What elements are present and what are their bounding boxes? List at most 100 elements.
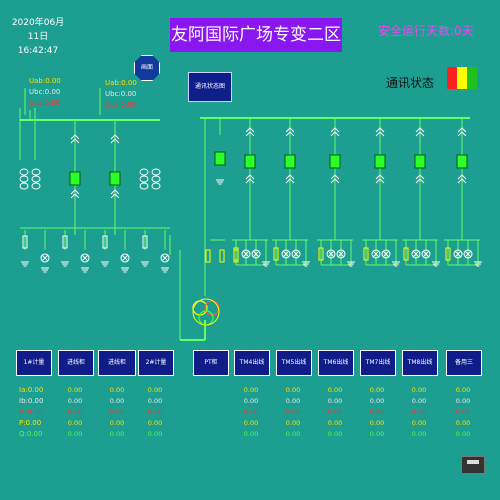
- label-p: P:0.00: [19, 419, 42, 427]
- value-ic: 0.00: [369, 408, 385, 416]
- fuse-icon: [219, 249, 225, 263]
- panel-button-1[interactable]: 1#计量: [16, 350, 52, 376]
- value-q: 0.00: [109, 430, 125, 438]
- value-p: 0.00: [327, 419, 343, 427]
- fuse-icon: [62, 235, 68, 249]
- diagram-line: [292, 250, 300, 258]
- comm-status-button[interactable]: 通讯状态图: [188, 72, 232, 102]
- breaker-icon: [456, 154, 468, 169]
- switch-chevron-icon: [375, 131, 385, 137]
- value-ib: 0.00: [369, 397, 385, 405]
- panel-button-4[interactable]: 2#计量: [138, 350, 174, 376]
- indicator-lamp-icon: [40, 253, 50, 263]
- switch-chevron-icon: [415, 131, 425, 137]
- value-p: 0.00: [147, 419, 163, 427]
- fuse-icon: [205, 249, 211, 263]
- value-q: 0.00: [285, 430, 301, 438]
- diagram-line: [242, 250, 250, 258]
- indicator-lamp-icon: [291, 249, 301, 259]
- value-p: 0.00: [109, 419, 125, 427]
- panel-button-9[interactable]: TM7出线: [360, 350, 396, 376]
- panel-button-6[interactable]: TM4出线: [234, 350, 270, 376]
- value-ic: 0.00: [67, 408, 83, 416]
- breaker-icon: [69, 171, 81, 186]
- value-q: 0.00: [243, 430, 259, 438]
- switch-chevron-icon: [457, 131, 467, 137]
- switch-chevron-icon: [245, 127, 255, 133]
- panel-button-8[interactable]: TM6出线: [318, 350, 354, 376]
- printer-icon[interactable]: [461, 456, 485, 474]
- value-ic: 0.00: [455, 408, 471, 416]
- label-ic: Ic:0.00: [19, 408, 43, 416]
- indicator-lamp-icon: [241, 249, 251, 259]
- indicator-lamp-icon: [281, 249, 291, 259]
- transformer-ring: [192, 298, 220, 326]
- switch-chevron-icon: [70, 138, 80, 144]
- value-ia: 0.00: [285, 386, 301, 394]
- current-transformer-icon: [151, 175, 161, 183]
- status-light-green: [467, 67, 477, 89]
- current-transformer-icon: [19, 182, 29, 190]
- value-q: 0.00: [369, 430, 385, 438]
- label-q: Q:0.00: [19, 430, 43, 438]
- fuse-icon: [102, 235, 108, 249]
- value-p: 0.00: [285, 419, 301, 427]
- diagram-line: [161, 254, 169, 262]
- value-ib: 0.00: [67, 397, 83, 405]
- current-transformer-icon: [139, 175, 149, 183]
- value-ic: 0.00: [327, 408, 343, 416]
- value-q: 0.00: [455, 430, 471, 438]
- panel-button-5[interactable]: PT柜: [193, 350, 229, 376]
- switch-chevron-icon: [375, 178, 385, 184]
- indicator-lamp-icon: [336, 249, 346, 259]
- panel-button-10[interactable]: TM8出线: [402, 350, 438, 376]
- value-ia: 0.00: [369, 386, 385, 394]
- current-transformer-icon: [151, 168, 161, 176]
- panel-button-2[interactable]: 进线柜: [58, 350, 94, 376]
- value-q: 0.00: [327, 430, 343, 438]
- switch-chevron-icon: [457, 174, 467, 180]
- diagram-line: [252, 250, 260, 258]
- values-col-4: 0.00 0.00 0.00 0.00 0.00: [140, 385, 170, 440]
- panel-button-3[interactable]: 进线柜: [98, 350, 136, 376]
- switch-chevron-icon: [415, 127, 425, 133]
- switch-chevron-icon: [285, 174, 295, 180]
- breaker-icon: [284, 154, 296, 169]
- switch-chevron-icon: [285, 127, 295, 133]
- current-transformer-icon: [31, 182, 41, 190]
- voltage-uab: Uab:0.00: [105, 79, 137, 87]
- breaker-icon: [109, 171, 121, 186]
- voltage-ubc: Ubc:0.00: [105, 90, 137, 98]
- values-col-2: 0.00 0.00 0.00 0.00 0.00: [60, 385, 90, 440]
- switch-chevron-icon: [330, 131, 340, 137]
- indicator-lamp-icon: [251, 249, 261, 259]
- indicator-lamp-icon: [160, 253, 170, 263]
- fuse-icon: [403, 247, 409, 261]
- measure-labels: Ia:0.00 Ib:0.00 Ic:0.00 P:0.00 Q:0.00: [19, 385, 43, 440]
- indicator-lamp-icon: [463, 249, 473, 259]
- current-transformer-icon: [31, 175, 41, 183]
- value-q: 0.00: [411, 430, 427, 438]
- value-ic: 0.00: [147, 408, 163, 416]
- fuse-icon: [363, 247, 369, 261]
- switch-chevron-icon: [330, 174, 340, 180]
- voltage-ubc: Ubc:0.00: [29, 88, 61, 96]
- diagram-line: [41, 254, 49, 262]
- screen-button[interactable]: 画面: [134, 55, 160, 81]
- value-ic: 0.00: [109, 408, 125, 416]
- diagram-line: [382, 250, 390, 258]
- fuse-icon: [22, 235, 28, 249]
- voltage-right: Uab:0.00 Ubc:0.00 Uca:0.00: [105, 78, 137, 111]
- breaker-icon: [244, 154, 256, 169]
- switch-chevron-icon: [110, 189, 120, 195]
- label-ib: Ib:0.00: [19, 397, 44, 405]
- value-p: 0.00: [369, 419, 385, 427]
- panel-button-7[interactable]: TM5出线: [276, 350, 312, 376]
- value-ia: 0.00: [327, 386, 343, 394]
- switch-chevron-icon: [245, 178, 255, 184]
- switch-chevron-icon: [457, 127, 467, 133]
- panel-button-11[interactable]: 备用三: [446, 350, 482, 376]
- switch-chevron-icon: [245, 131, 255, 137]
- indicator-lamp-icon: [421, 249, 431, 259]
- diagram-line: [282, 250, 290, 258]
